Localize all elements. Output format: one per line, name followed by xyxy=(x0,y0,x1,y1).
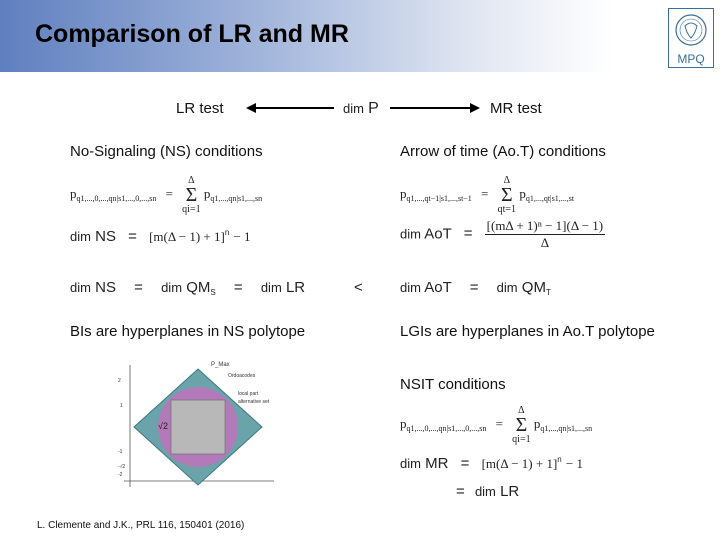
logo-text: MPQ xyxy=(677,52,704,66)
mr-equals-lr: = dim LR xyxy=(456,483,520,500)
figure-tick-1: 1 xyxy=(120,403,123,409)
ns-qm-lr-equation: dim NS = dim QMS = dim LR xyxy=(70,279,306,297)
lr-square xyxy=(170,399,226,455)
less-than-sign: < xyxy=(354,279,363,296)
figure-label-alternative: alternative set xyxy=(238,399,270,405)
lgi-statement: LGIs are hyperplanes in Ao.T polytope xyxy=(400,323,655,340)
citation: L. Clemente and J.K., PRL 116, 150401 (2… xyxy=(37,520,245,531)
dim-ns-equation: dim NS = [m(Δ − 1) + 1]n − 1 xyxy=(70,228,251,245)
ns-heading: No-Signaling (NS) conditions xyxy=(70,143,263,160)
figure-label-sqrt2: √2 xyxy=(158,421,168,431)
nsit-heading: NSIT conditions xyxy=(400,376,506,393)
dim-aot-equation: dim AoT = [(mΔ + 1)ⁿ − 1](Δ − 1)Δ xyxy=(400,218,606,250)
aot-qm-equation: dim AoT = dim QMT xyxy=(400,279,551,297)
figure-label-ordoacodes: Ordoacodes xyxy=(228,373,256,379)
figure-label-local: local part xyxy=(238,391,259,397)
aot-heading: Arrow of time (Ao.T) conditions xyxy=(400,143,606,160)
mpq-seal-icon: MPQ xyxy=(668,8,714,68)
figure-tick-2: 2 xyxy=(118,378,121,384)
title-banner xyxy=(0,0,720,72)
left-arrow-icon xyxy=(246,103,334,113)
lr-test-label: LR test xyxy=(176,100,224,117)
figure-label-pmax: P_Max xyxy=(211,362,230,368)
dim-p-label: dim P xyxy=(343,100,379,117)
bi-statement: BIs are hyperplanes in NS polytope xyxy=(70,323,306,340)
polytope-figure: P_Max Ordoacodes local part alternative … xyxy=(118,362,274,487)
figure-tick-neg2: -2 xyxy=(118,472,123,478)
figure-tick-neg-sqrt2: -√2 xyxy=(118,463,125,470)
dim-mr-equation: dim MR = [m(Δ − 1) + 1]n − 1 xyxy=(400,455,584,472)
mr-test-label: MR test xyxy=(490,100,542,117)
mpq-logo: MPQ xyxy=(668,8,714,68)
slide-title: Comparison of LR and MR xyxy=(35,20,349,48)
right-arrow-icon xyxy=(390,103,480,113)
figure-tick-neg1: -1 xyxy=(118,449,123,455)
